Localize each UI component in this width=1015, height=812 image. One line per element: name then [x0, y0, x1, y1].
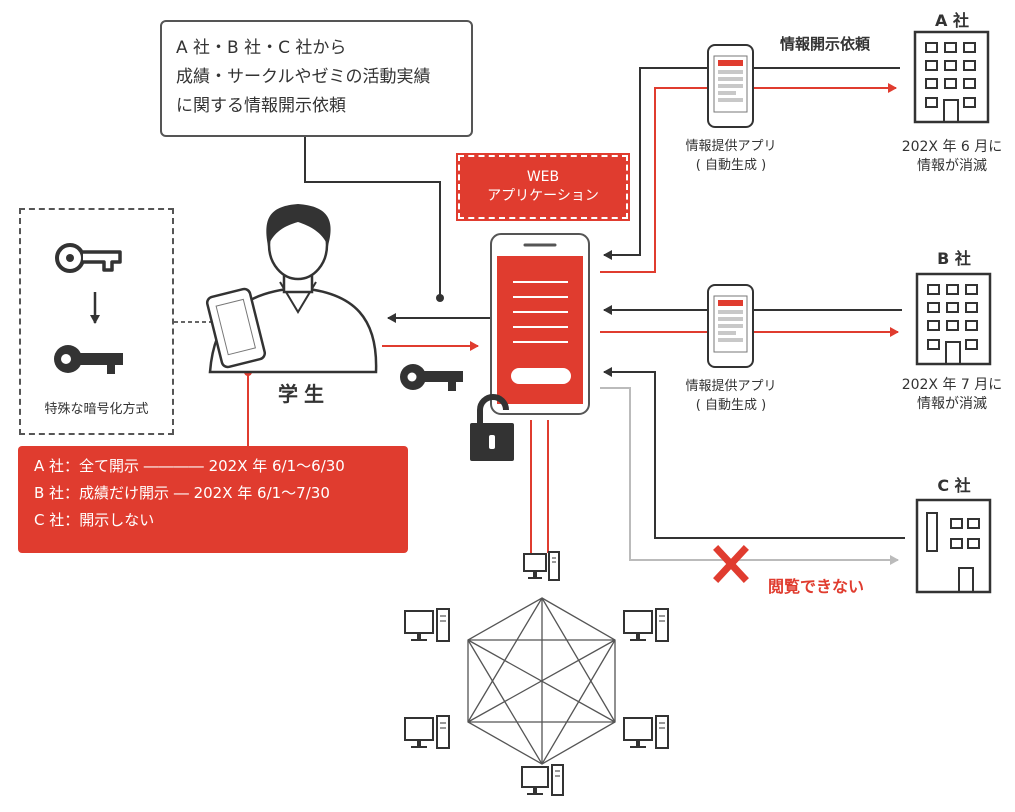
blockchain-network — [467, 597, 616, 765]
company-b-name: B 社 — [937, 249, 971, 268]
key-outline-icon — [55, 243, 122, 273]
company-a-note-line: 202X 年 6 月に — [901, 139, 1003, 155]
computer-icon — [404, 715, 450, 749]
padlock-icon — [470, 394, 514, 461]
company-b-note-line: 情報が消滅 — [917, 396, 987, 412]
line-a-red — [600, 83, 897, 273]
info-app-phone-a — [707, 44, 754, 128]
policy-line: A 社：全て開示 ―――― 202X 年 6/1〜6/30 — [34, 457, 345, 475]
cannot-view-label: 閲覧できない — [768, 577, 865, 596]
speech-line: A 社・B 社・C 社から — [176, 38, 347, 58]
info-app-label-b: 情報提供アプリ ( 自動生成 ) — [661, 377, 801, 415]
speech-line: に関する情報開示依頼 — [176, 96, 346, 116]
student-phone-icon — [205, 287, 267, 369]
student-label: 学生 — [278, 382, 330, 406]
encryption-key-box — [19, 208, 174, 435]
deny-icon — [713, 545, 749, 583]
company-a-note-line: 情報が消滅 — [917, 158, 987, 174]
encryption-caption: 特殊な暗号化方式 — [44, 402, 149, 417]
info-app-label-a: 情報提供アプリ ( 自動生成 ) — [661, 137, 801, 175]
web-app-subtitle: アプリケーション — [487, 188, 599, 204]
key-solid-icon — [54, 345, 123, 374]
company-b-note-line: 202X 年 7 月に — [901, 377, 1003, 393]
request-speech-bubble: A 社・B 社・C 社から 成績・サークルやゼミの活動実績 に関する情報開示依頼 — [160, 20, 473, 137]
line-a-dark — [603, 67, 900, 260]
speech-line: 成績・サークルやゼミの活動実績 — [176, 67, 431, 87]
web-app-phone — [490, 233, 590, 415]
company-a-name: A 社 — [935, 11, 969, 30]
computer-icon — [404, 608, 450, 642]
disclosure-policy-box: A 社：全て開示 ―――― 202X 年 6/1〜6/30 B 社：成績だけ開示… — [18, 446, 408, 553]
computer-icon — [521, 764, 564, 796]
computer-icon — [623, 608, 669, 642]
web-app-title: WEB — [526, 169, 560, 185]
request-label: 情報開示依頼 — [780, 35, 871, 53]
computer-icon — [623, 715, 669, 749]
computer-icon — [523, 551, 560, 581]
company-c-name: C 社 — [937, 476, 971, 495]
building-c-icon — [915, 498, 992, 594]
speech-tail — [304, 136, 444, 302]
policy-line: B 社：成績だけ開示 ― 202X 年 6/1〜7/30 — [34, 484, 330, 502]
building-b-icon — [915, 272, 992, 366]
info-app-name: 情報提供アプリ — [685, 139, 777, 154]
policy-line: C 社：開示しない — [34, 511, 155, 529]
company-a-note: 202X 年 6 月に 情報が消滅 — [872, 138, 1015, 176]
building-a-icon — [913, 30, 990, 124]
info-app-note: ( 自動生成 ) — [695, 398, 767, 413]
info-app-note: ( 自動生成 ) — [695, 158, 767, 173]
web-app-badge: WEB アプリケーション — [456, 153, 630, 221]
info-app-name: 情報提供アプリ — [685, 379, 777, 394]
key-solid-icon — [400, 364, 463, 391]
info-app-phone-b — [707, 284, 754, 368]
line-c-dark — [603, 367, 905, 539]
line-c-gray — [600, 387, 899, 565]
company-b-note: 202X 年 7 月に 情報が消滅 — [872, 376, 1015, 414]
